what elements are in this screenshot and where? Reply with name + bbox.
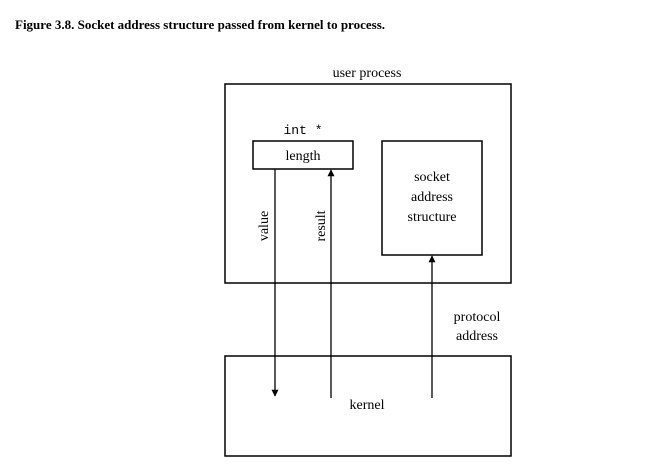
- length-label: length: [286, 149, 321, 164]
- kernel-box: [224, 355, 512, 457]
- value-label: value: [257, 211, 272, 241]
- socket-struct-line-1: socket: [414, 170, 450, 185]
- socket-struct-line-3: structure: [408, 210, 457, 225]
- result-label: result: [314, 210, 329, 241]
- socket-struct-line-2: address: [411, 190, 453, 205]
- protocol-address-line-1: protocol: [454, 310, 501, 325]
- kernel-label: kernel: [350, 398, 385, 413]
- protocol-address-line-2: address: [456, 329, 498, 344]
- socket-address-structure-box: [381, 140, 483, 256]
- type-label: int *: [283, 123, 322, 138]
- figure-title: Figure 3.8. Socket address structure pas…: [15, 17, 385, 32]
- user-process-box: [224, 83, 512, 284]
- user-process-label: user process: [333, 66, 402, 81]
- length-box: [252, 140, 354, 170]
